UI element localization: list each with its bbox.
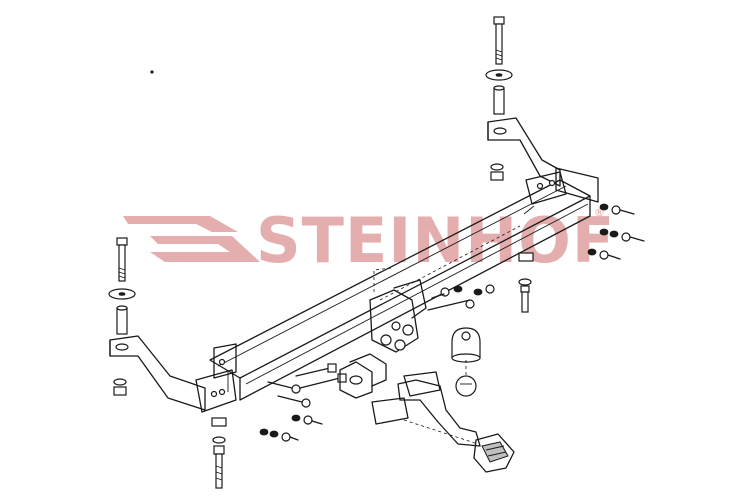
bolt-shank bbox=[495, 23, 503, 65]
bolt-shank bbox=[118, 244, 126, 282]
left-lower-bolt-stack bbox=[211, 417, 227, 489]
bolt-head bbox=[116, 237, 128, 246]
cross-beam bbox=[209, 179, 591, 401]
steinhof-watermark: STEINHOF ® bbox=[123, 204, 615, 277]
spacer-sleeve bbox=[493, 87, 505, 115]
spacer-sleeve bbox=[116, 307, 128, 335]
steinhof-logo-swoosh bbox=[123, 216, 260, 262]
bolt bbox=[521, 291, 529, 313]
right-mounting-bracket bbox=[487, 117, 599, 215]
right-vertical-bolt-stack bbox=[485, 16, 513, 181]
tow-ball bbox=[455, 375, 477, 397]
washer bbox=[490, 163, 504, 171]
clamp-block bbox=[403, 371, 441, 397]
nut bbox=[490, 171, 504, 181]
washer bbox=[518, 278, 532, 286]
center-washer-row bbox=[427, 284, 495, 311]
watermark-brand-text: STEINHOF bbox=[256, 204, 615, 277]
stray-mark bbox=[150, 70, 154, 74]
left-mounting-bracket bbox=[109, 335, 237, 413]
center-drop-plate bbox=[369, 267, 427, 353]
washer bbox=[113, 378, 127, 386]
electrical-socket bbox=[403, 419, 515, 473]
bolt-head bbox=[493, 16, 505, 25]
bolt bbox=[215, 453, 223, 489]
nut bbox=[113, 386, 127, 396]
watermark-registered-mark: ® bbox=[594, 206, 605, 219]
ball-cover-cap bbox=[451, 327, 481, 376]
nut bbox=[211, 417, 227, 427]
left-vertical-bolt-stack bbox=[108, 237, 136, 396]
right-lower-bolt bbox=[518, 252, 534, 313]
right-side-horizontal-bolts bbox=[587, 203, 645, 260]
left-horizontal-bolts bbox=[259, 363, 347, 442]
washer bbox=[212, 436, 226, 444]
clamp-block bbox=[371, 397, 409, 425]
tow-ball-assembly bbox=[339, 353, 481, 447]
nut bbox=[518, 252, 534, 262]
